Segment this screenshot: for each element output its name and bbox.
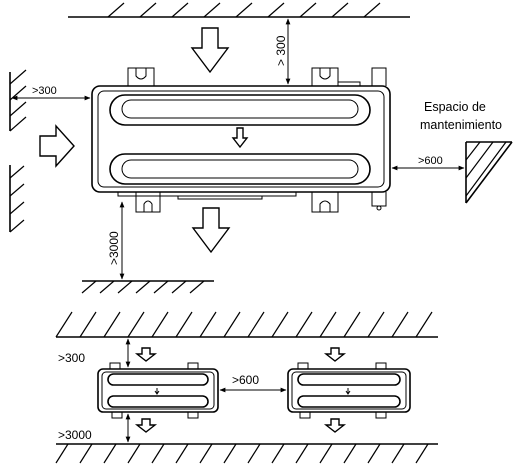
- floor: [81, 280, 214, 294]
- lower-ceiling-wall: [55, 311, 438, 338]
- left-clearance-label: >300: [32, 85, 57, 97]
- airflow-arrow-lower-a-bottom-icon: [134, 418, 158, 433]
- lower-between-clearance-label: >600: [232, 373, 259, 387]
- airflow-arrow-left-icon: [39, 124, 75, 168]
- left-wall: [9, 69, 27, 233]
- indoor-unit-top: [91, 67, 391, 213]
- airflow-arrow-lower-b-top-icon: [323, 347, 347, 362]
- lower-floor-wall: [55, 443, 438, 464]
- top-clearance-label: > 300: [274, 35, 288, 66]
- indoor-unit-lower-right: [287, 362, 411, 419]
- airflow-arrow-lower-a-top-icon: [134, 347, 158, 362]
- maintenance-label-line1: Espacio de: [424, 100, 486, 114]
- lower-bottom-clearance-label: >3000: [58, 428, 92, 442]
- maintenance-wall: [465, 141, 513, 204]
- airflow-arrow-lower-b-bottom-icon: [323, 418, 347, 433]
- indoor-unit-lower-left: [97, 362, 219, 419]
- airflow-arrow-bottom-icon: [191, 207, 231, 254]
- maintenance-label-line2: mantenimiento: [420, 118, 502, 132]
- ceiling-wall: [68, 2, 410, 18]
- bottom-clearance-label: >3000: [107, 231, 121, 265]
- lower-top-clearance-label: >300: [58, 351, 85, 365]
- right-clearance-label: >600: [418, 155, 443, 167]
- airflow-arrow-top-icon: [190, 27, 230, 74]
